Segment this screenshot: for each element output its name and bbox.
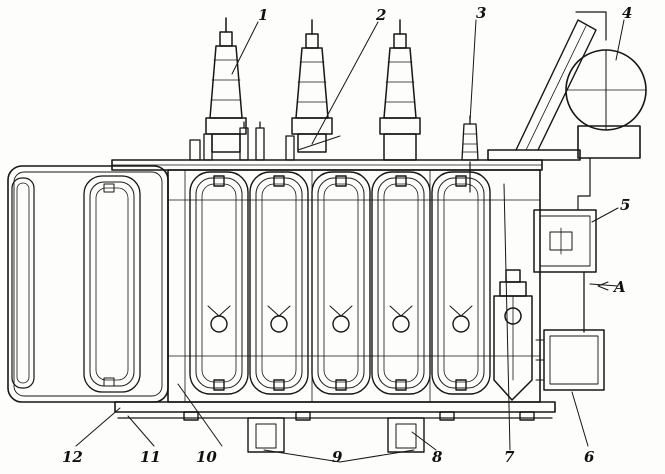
- callout-a: A: [612, 278, 626, 296]
- side-cooler: [7, 165, 169, 403]
- callout-12: 12: [62, 448, 83, 466]
- callout-labels: 1 2 3 4 5 A 6 7 8 9 10 11 12: [62, 4, 632, 466]
- bushing-right: [379, 19, 421, 161]
- callout-1: 1: [258, 6, 268, 24]
- conservator: [487, 11, 647, 211]
- radiator-3: [311, 171, 371, 395]
- right-equipment: [493, 209, 605, 401]
- callout-3: 3: [476, 4, 486, 22]
- callout-11: 11: [140, 448, 161, 466]
- wheels: [183, 411, 535, 453]
- neutral-bushing: [461, 115, 479, 193]
- callout-6: 6: [584, 448, 595, 466]
- callout-7: 7: [504, 448, 515, 466]
- callout-10: 10: [196, 448, 217, 466]
- callout-8: 8: [432, 448, 443, 466]
- radiator-4: [371, 171, 431, 395]
- radiator-5: [431, 171, 491, 395]
- callout-9: 9: [332, 448, 343, 466]
- radiators: [189, 171, 491, 395]
- tank: [111, 159, 556, 419]
- callout-5: 5: [620, 196, 630, 214]
- lv-bushings: [189, 121, 341, 161]
- hv-bushings: [205, 17, 421, 161]
- radiator-2: [249, 171, 309, 395]
- leader-lines: [75, 19, 625, 463]
- radiator-1: [189, 171, 249, 395]
- callout-4: 4: [622, 4, 632, 22]
- bushing-middle: [291, 19, 333, 153]
- callout-2: 2: [375, 6, 386, 24]
